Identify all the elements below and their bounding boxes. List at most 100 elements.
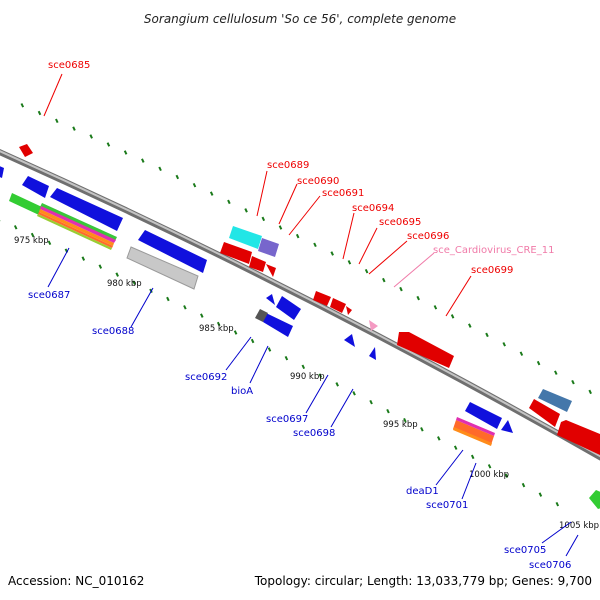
leader-line [47, 247, 70, 288]
gene-arrow [266, 264, 276, 277]
tick-mark [521, 482, 526, 488]
multicolor-feature [39, 209, 114, 246]
tick-mark [200, 313, 204, 318]
tick-mark [450, 314, 455, 319]
tick-mark [352, 391, 356, 396]
label-sce0690: sce0690 [297, 176, 339, 187]
gene-sce0688-block [126, 246, 199, 290]
label-sce0687: sce0687 [28, 290, 70, 301]
tick-mark [416, 295, 420, 301]
multicolor-feature [37, 214, 112, 250]
leader-line [330, 388, 354, 428]
gene-arrow [138, 230, 207, 273]
tick-mark [502, 342, 506, 347]
tick-mark [106, 142, 111, 147]
leader-line [435, 449, 464, 486]
gene-bioA-arrow [263, 313, 293, 337]
leader-line [256, 170, 268, 217]
label-sce0695: sce0695 [379, 217, 421, 228]
leader-line [249, 345, 269, 384]
gene-sce0698-arrow [369, 347, 376, 360]
label-sce0706: sce0706 [529, 560, 571, 571]
multicolor-feature [40, 203, 117, 241]
gene-arrow [220, 242, 252, 264]
tick-mark [571, 379, 575, 385]
tick-mark [386, 408, 390, 414]
accession-text: Accession: NC_010162 [8, 574, 144, 588]
feature-steelblue [538, 389, 572, 412]
scale-label-985: 985 kbp [199, 324, 234, 334]
label-sce0691: sce0691 [322, 188, 364, 199]
label-sce0685: sce0685 [48, 60, 90, 71]
leader-line [461, 462, 477, 500]
rna-feature [589, 490, 600, 509]
genome-backbone-highlight [0, 150, 600, 458]
tick-mark [233, 330, 238, 335]
gene-arrow [557, 420, 600, 455]
tick-mark [437, 436, 441, 441]
tick-mark [158, 166, 162, 172]
label-sce0699: sce0699 [471, 265, 513, 276]
gene-deaD1-arrow [465, 402, 502, 429]
scale-label-1005: 1005 kbp [559, 521, 599, 531]
tick-mark [216, 321, 221, 327]
label-sce0688: sce0688 [92, 326, 134, 337]
tick-mark [72, 126, 76, 131]
label-sce0689: sce0689 [267, 160, 309, 171]
leader-line [43, 73, 63, 117]
tick-mark [141, 158, 145, 163]
tick-mark [364, 268, 369, 274]
tick-mark [295, 233, 300, 239]
gene-arrow [249, 256, 266, 272]
tick-mark [98, 264, 103, 269]
label-sce0694: sce0694 [352, 203, 394, 214]
leader-line [358, 227, 378, 265]
feature-grey [255, 309, 268, 322]
gene-arrow [529, 399, 560, 427]
topology-text: Topology: circular; Length: 13,033,779 b… [254, 574, 592, 588]
tick-mark [132, 280, 136, 285]
tick-mark [227, 199, 231, 205]
rna-sce-cardiovirus-cre-11 [369, 320, 378, 331]
leader-line [305, 374, 329, 414]
tick-mark [504, 473, 509, 478]
tick-mark [470, 454, 475, 460]
tick-mark [267, 347, 272, 352]
tick-mark [487, 464, 492, 469]
gene-sce0685-arrow [19, 144, 33, 157]
tick-mark [335, 382, 339, 387]
gene-arrow [346, 306, 352, 315]
multicolor-feature [38, 212, 113, 248]
tick-mark [89, 134, 93, 139]
label-bioA: bioA [231, 386, 253, 397]
tick-mark [555, 501, 560, 507]
label-sce0697: sce0697 [266, 414, 308, 425]
gene-sce0701-arrow [501, 420, 513, 433]
label-sce0701: sce0701 [426, 500, 468, 511]
label-sce0692: sce0692 [185, 372, 227, 383]
multicolor-feature [40, 206, 116, 243]
label-sce0698: sce0698 [293, 428, 335, 439]
tick-mark [209, 191, 214, 196]
tick-mark [519, 351, 524, 356]
gene-arrow [0, 166, 4, 178]
tick-mark [37, 110, 42, 116]
tick-mark [261, 216, 266, 222]
label-sce0696: sce0696 [407, 231, 449, 242]
tick-mark [433, 305, 438, 310]
leader-line [393, 252, 435, 288]
leader-line [278, 183, 298, 225]
tick-mark [192, 182, 197, 188]
gene-arrow [22, 176, 49, 198]
leader-line [130, 287, 154, 328]
tick-mark [81, 256, 86, 261]
tick-mark [554, 370, 558, 375]
multicolor-feature [456, 417, 495, 436]
scale-label-980: 980 kbp [107, 279, 142, 289]
leader-line [368, 240, 408, 275]
tick-mark [588, 389, 592, 395]
leader-line [541, 521, 572, 544]
tick-mark [301, 364, 306, 370]
gene-sce0697-arrow [344, 334, 355, 347]
